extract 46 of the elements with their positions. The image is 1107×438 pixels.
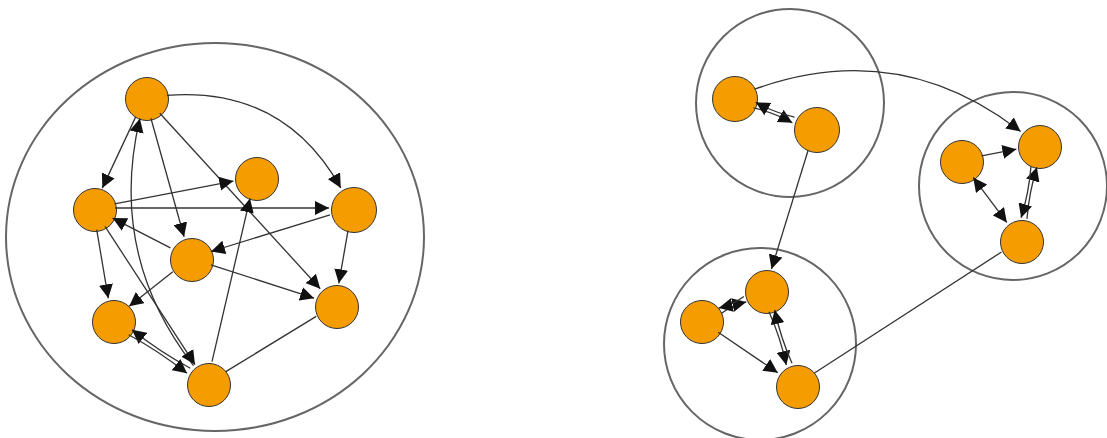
connector-line <box>813 251 1003 374</box>
arrow <box>113 176 235 205</box>
node-circle <box>125 77 169 121</box>
arrow <box>166 93 342 189</box>
group-circle <box>918 91 1107 281</box>
arrow <box>211 197 254 363</box>
group-circle <box>663 247 857 438</box>
node-circle <box>745 270 789 314</box>
connector-line <box>225 315 317 373</box>
arrow <box>111 217 172 249</box>
node-circle <box>712 76 758 122</box>
node-circle <box>1018 125 1062 169</box>
arrow <box>210 264 315 301</box>
arrow <box>980 144 1018 159</box>
group-circle <box>695 8 885 198</box>
arrow <box>753 70 1022 133</box>
arrow <box>96 229 113 299</box>
node-circle <box>776 365 820 409</box>
node-circle <box>1000 220 1044 264</box>
arrow <box>128 271 174 307</box>
node-circle <box>187 363 231 407</box>
arrow <box>159 112 321 290</box>
arrow <box>104 225 196 366</box>
arrow <box>210 214 331 255</box>
arrow <box>972 176 1008 224</box>
arrow <box>1026 166 1040 220</box>
node-circle <box>680 300 724 344</box>
node-circle <box>92 300 136 344</box>
node-circle <box>794 107 840 153</box>
arrow <box>101 116 137 189</box>
arrow <box>114 201 330 215</box>
arrow <box>150 117 188 238</box>
node-circle <box>235 157 279 201</box>
node-circle <box>73 188 117 232</box>
node-circle <box>315 285 359 329</box>
node-circle <box>331 187 377 233</box>
arrow <box>1018 165 1032 219</box>
arrow <box>717 331 779 374</box>
arrow <box>334 230 349 284</box>
arrow <box>130 117 195 367</box>
arrow <box>752 107 794 124</box>
arrow <box>754 101 796 118</box>
group-circle <box>5 42 425 432</box>
arrow <box>768 149 809 270</box>
node-circle <box>170 238 214 282</box>
node-circle <box>940 140 984 184</box>
